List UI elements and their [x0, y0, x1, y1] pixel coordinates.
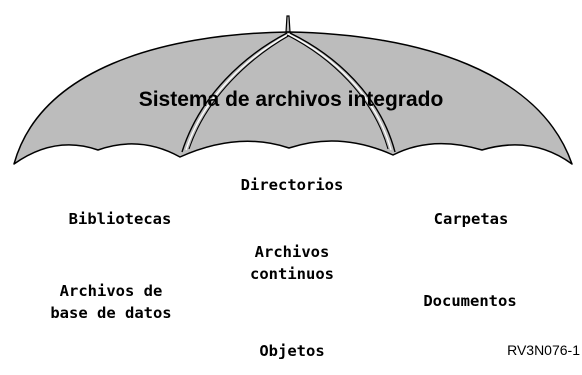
umbrella-rib-right-outer — [289, 32, 396, 153]
label-bibliotecas: Bibliotecas — [68, 210, 172, 228]
umbrella-rib-right-edge — [286, 34, 389, 150]
umbrella-rib-left-inner — [185, 33, 290, 151]
figure-id: RV3N076-1 — [507, 342, 580, 358]
umbrella-rib-left-edge — [188, 34, 291, 150]
umbrella-rib-left-outer — [181, 32, 288, 153]
umbrella-title: Sistema de archivos integrado — [138, 88, 444, 111]
label-documentos: Documentos — [423, 292, 517, 310]
label-archivos-continuos-line2: continuos — [250, 265, 334, 283]
umbrella-rib-right-inner — [287, 33, 392, 151]
umbrella-tip — [285, 15, 291, 33]
label-archivos-continuos: Archivos continuos — [212, 241, 372, 285]
label-archivos-base-datos: Archivos de base de datos — [26, 280, 196, 324]
label-archivos-base-datos-line2: base de datos — [50, 304, 172, 322]
umbrella-canopy — [13, 31, 573, 165]
label-objetos: Objetos — [259, 342, 325, 360]
label-archivos-base-datos-line1: Archivos de — [59, 282, 163, 300]
label-directorios: Directorios — [240, 176, 344, 194]
label-carpetas: Carpetas — [433, 210, 509, 228]
label-archivos-continuos-line1: Archivos — [254, 243, 330, 261]
